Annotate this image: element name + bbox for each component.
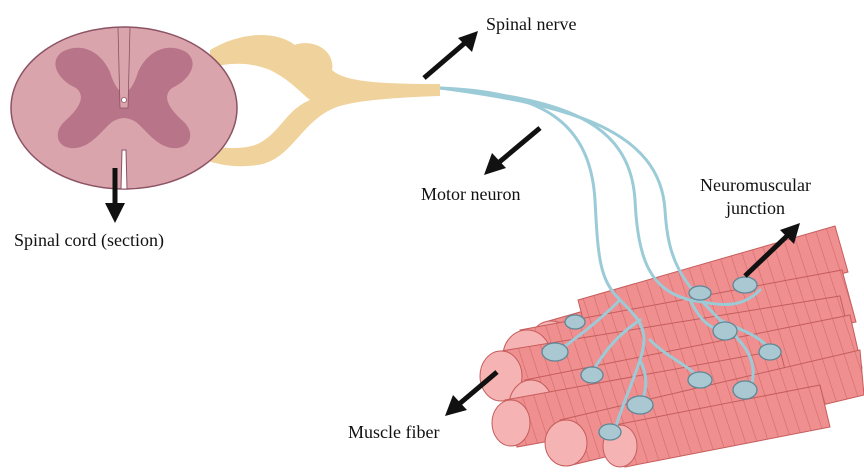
label-spinal-cord: Spinal cord (section): [14, 229, 164, 251]
arrow-spinal-nerve: [424, 31, 478, 78]
spinal-nerve-roots: [205, 35, 440, 166]
label-nmj-line-1: Neuromuscular: [700, 174, 811, 197]
label-spinal-nerve: Spinal nerve: [486, 13, 576, 35]
label-nmj-line-2: junction: [700, 197, 811, 220]
label-neuromuscular-junction: Neuromuscular junction: [700, 174, 811, 220]
label-motor-neuron: Motor neuron: [421, 183, 520, 205]
arrow-motor-neuron: [484, 128, 540, 175]
spinal-cord-section: [11, 27, 237, 189]
label-muscle-fiber: Muscle fiber: [348, 421, 439, 443]
muscle-fiber-bundle: [480, 226, 864, 467]
